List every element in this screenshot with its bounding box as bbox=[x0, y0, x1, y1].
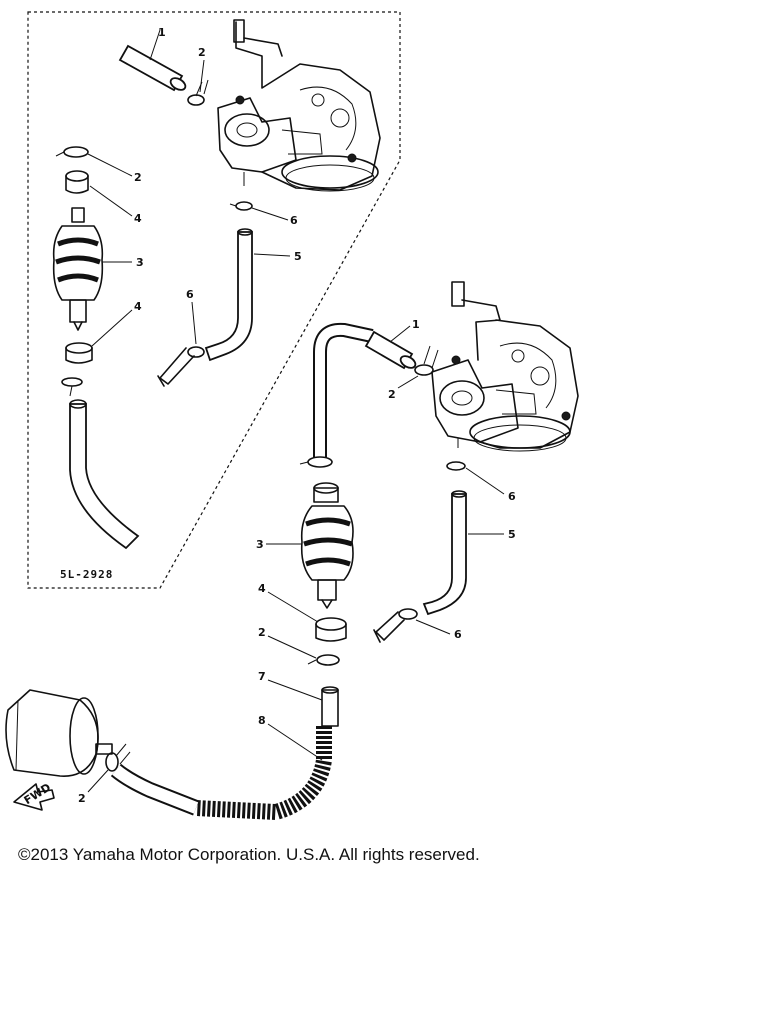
inset-callout-2-filter: 2 bbox=[134, 171, 142, 184]
main-callout-3: 3 bbox=[256, 538, 264, 551]
copyright-notice: ©2013 Yamaha Motor Corporation. U.S.A. A… bbox=[18, 845, 480, 864]
inset-carburetor bbox=[217, 19, 381, 192]
fwd-label: FWD bbox=[22, 781, 53, 807]
main-carburetor bbox=[431, 281, 579, 452]
main-fuel-hose-1 bbox=[313, 322, 417, 458]
inset-callout-1: 1 bbox=[158, 26, 166, 39]
main-callout-2-carb: 2 bbox=[388, 388, 396, 401]
inset-hose-clip-top bbox=[187, 79, 209, 106]
main-callout-1: 1 bbox=[412, 318, 420, 331]
main-callout-8: 8 bbox=[258, 714, 266, 727]
fwd-arrow-icon: FWD bbox=[13, 781, 55, 811]
main-callout-6-lower: 6 bbox=[454, 628, 462, 641]
inset-fuel-hose-1 bbox=[69, 36, 187, 128]
inset-callout-5: 5 bbox=[294, 250, 302, 263]
main-hose-clip-tank bbox=[105, 743, 131, 772]
main-primer-bulb bbox=[300, 482, 354, 609]
inset-callout-4-lower: 4 bbox=[134, 300, 142, 313]
inset-collar-upper bbox=[65, 170, 89, 194]
main-callout-4: 4 bbox=[258, 582, 266, 595]
inset-collar-lower bbox=[65, 342, 93, 364]
main-callout-2-tank: 2 bbox=[78, 792, 86, 805]
fuel-system-exploded-diagram: 5L-2928 bbox=[5, 11, 579, 821]
inset-callout-2-top: 2 bbox=[198, 46, 206, 59]
main-fuel-pipe-7 bbox=[321, 686, 339, 727]
inset-callout-3: 3 bbox=[136, 256, 144, 269]
main-callout-5: 5 bbox=[508, 528, 516, 541]
inset-primer-bulb bbox=[52, 207, 104, 331]
inset-lower-hose bbox=[61, 377, 140, 550]
main-hose-clip-bulb-top bbox=[299, 456, 333, 468]
inset-callouts: 1 2 2 4 3 4 6 5 6 bbox=[87, 26, 302, 347]
inset-dashed-border bbox=[27, 11, 401, 589]
main-collar bbox=[315, 617, 347, 642]
inset-panel: 5L-2928 bbox=[27, 11, 401, 589]
main-hose-clip-lower bbox=[307, 654, 340, 666]
inset-callout-4-upper: 4 bbox=[134, 212, 142, 225]
inset-callout-6-upper: 6 bbox=[290, 214, 298, 227]
main-fuel-hose-8 bbox=[110, 726, 332, 821]
main-callouts: 1 2 6 5 3 4 6 2 7 8 2 bbox=[78, 318, 516, 805]
inset-label: 5L-2928 bbox=[60, 568, 113, 581]
main-fuel-hose-5 bbox=[373, 461, 467, 643]
main-callout-7: 7 bbox=[258, 670, 266, 683]
main-callout-2-lower: 2 bbox=[258, 626, 266, 639]
inset-hose-clip-filter bbox=[55, 146, 89, 158]
inset-callout-6-lower: 6 bbox=[186, 288, 194, 301]
inset-fuel-hose-5 bbox=[157, 201, 253, 387]
main-callout-6-upper: 6 bbox=[508, 490, 516, 503]
main-hose-clip-carb bbox=[414, 345, 439, 376]
fuel-tank-connector bbox=[5, 689, 113, 777]
